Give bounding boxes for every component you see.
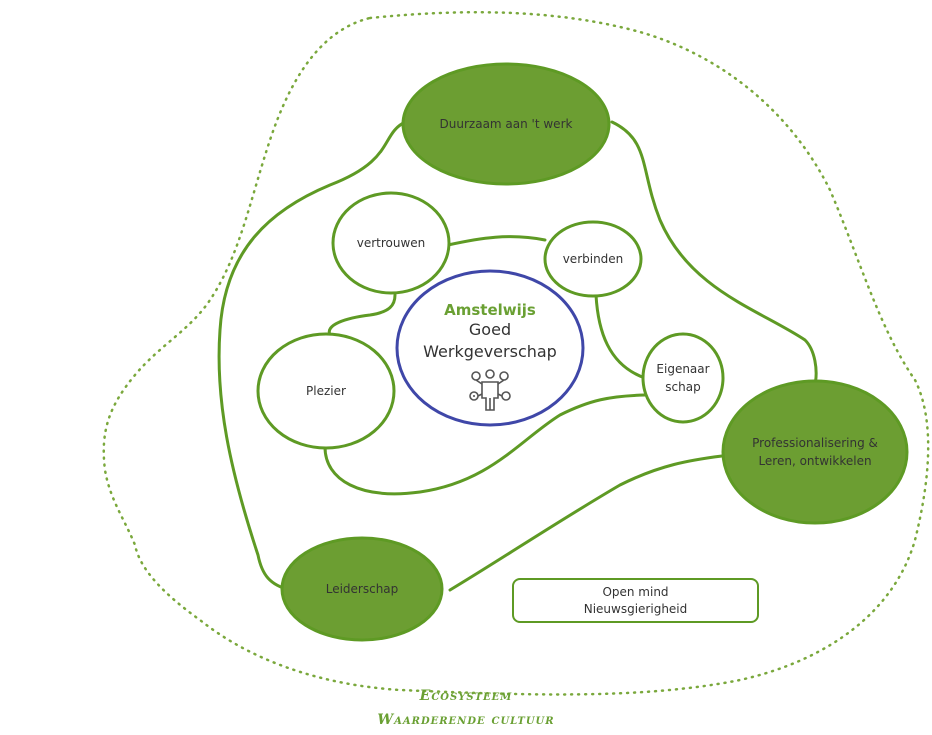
node-leiderschap-label: Leiderschap — [300, 576, 424, 602]
center-title: Amstelwijs — [444, 301, 536, 319]
node-duurzaam-label: Duurzaam aan 't werk — [420, 110, 592, 138]
leiderschap-text: Leiderschap — [325, 582, 399, 596]
link-plezier-eigenaarschap — [323, 393, 647, 496]
node-vertrouwen-label: vertrouwen — [340, 230, 442, 256]
eigenaarschap-text: Eigenaar schap — [656, 362, 710, 394]
open-mind-box — [512, 578, 759, 623]
link-duurzaam-professionalisering — [610, 120, 818, 387]
node-vertrouwen-shape — [331, 191, 451, 295]
open-mind-line1: Open mind — [602, 584, 669, 599]
link-duurzaam-leiderschap — [217, 120, 407, 592]
caption-waarderende-cultuur: Waarderende cultuur — [377, 712, 555, 728]
center-ring — [395, 269, 585, 427]
node-duurzaam-shape — [401, 62, 611, 186]
node-plezier-shape — [256, 332, 396, 450]
open-mind-label: Open mind Nieuwsgierigheid — [513, 579, 758, 622]
verbinden-text: verbinden — [562, 252, 624, 266]
open-mind-line2: Nieuwsgierigheid — [583, 601, 688, 616]
plezier-text: Plezier — [306, 384, 346, 398]
node-professionalisering-label: Professionalisering & Leren, ontwikkelen — [745, 420, 885, 484]
node-eigenaarschap-label: Eigenaar schap — [650, 358, 716, 398]
caption-ecosysteem: Ecosysteem — [419, 688, 513, 704]
link-vertrouwen-plezier — [327, 293, 397, 337]
center-line2: Werkgeverschap — [423, 342, 557, 361]
vertrouwen-text: vertrouwen — [356, 236, 426, 250]
link-vertrouwen-verbinden — [446, 235, 547, 247]
node-plezier-label: Plezier — [280, 378, 372, 404]
node-eigenaarschap-shape — [641, 332, 725, 424]
link-verbinden-eigenaarschap — [594, 293, 647, 380]
people-network-icon — [469, 369, 511, 411]
node-verbinden-label: verbinden — [552, 246, 634, 272]
node-verbinden-shape — [543, 220, 643, 298]
center-label: Amstelwijs Goed Werkgeverschap — [415, 296, 565, 368]
duurzaam-text: Duurzaam aan 't werk — [439, 117, 573, 131]
professionalisering-text: Professionalisering & Leren, ontwikkelen — [752, 436, 878, 468]
connector-lines — [217, 120, 818, 592]
node-professionalisering-shape — [721, 379, 909, 525]
node-leiderschap-shape — [280, 536, 444, 642]
link-leiderschap-professionalisering — [448, 454, 724, 592]
ecosystem-boundary — [102, 10, 930, 696]
center-line1: Goed — [468, 320, 512, 339]
